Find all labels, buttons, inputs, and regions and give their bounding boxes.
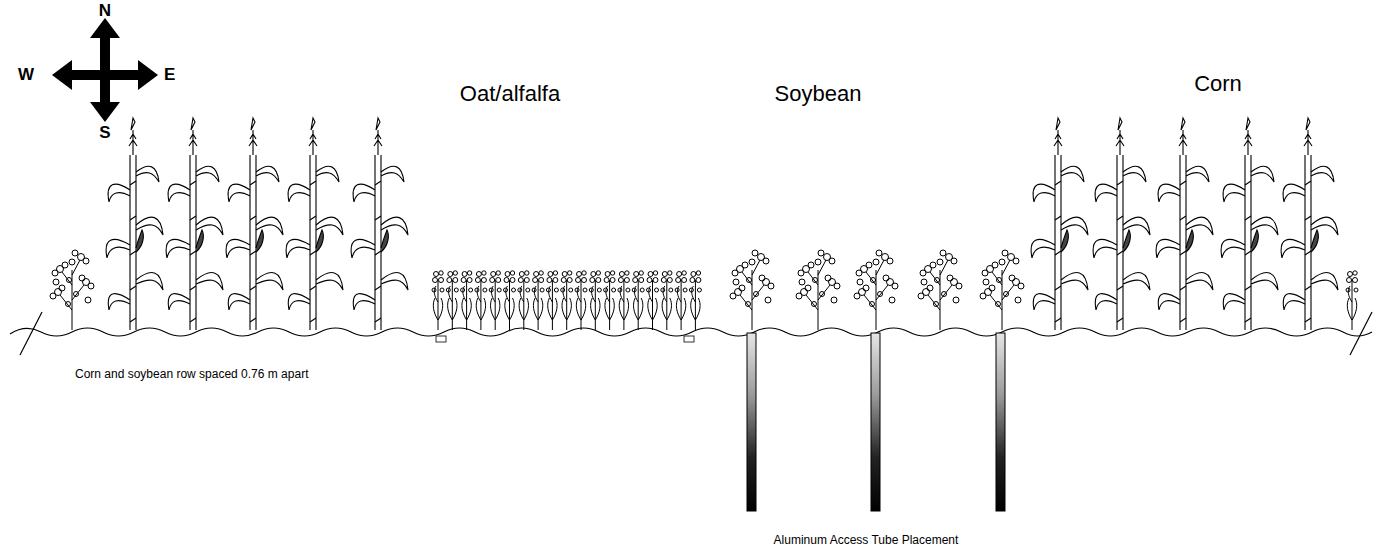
- compass: [52, 18, 158, 122]
- oat-plant: [446, 271, 458, 330]
- compass-label: W: [18, 66, 34, 85]
- compass-label: N: [99, 2, 111, 21]
- oat-plant: [618, 271, 630, 330]
- oat-plant: [432, 271, 444, 330]
- oat-plant: [461, 271, 473, 330]
- oat-plant: [532, 271, 544, 330]
- oat-plant: [475, 271, 487, 330]
- oat-plant: [589, 271, 601, 330]
- compass-label: S: [99, 124, 110, 143]
- crop-label: Soybean: [775, 82, 862, 106]
- oat-plant: [675, 271, 687, 330]
- oat-plant: [647, 271, 659, 330]
- ground-line: [10, 328, 1372, 336]
- oat-plant: [504, 271, 516, 330]
- oat-plant: [518, 271, 530, 330]
- oat-plant: [561, 271, 573, 330]
- oat-plant: [546, 271, 558, 330]
- caption-text: Aluminum Access Tube Placement: [774, 534, 959, 547]
- note-text: Corn and soybean row spaced 0.76 m apart: [75, 368, 308, 381]
- access-tubes: [747, 333, 1005, 511]
- oat-plant: [575, 271, 587, 330]
- oat-plant: [632, 271, 644, 330]
- oat-plant: [489, 271, 501, 330]
- crop-label: Oat/alfalfa: [460, 82, 560, 106]
- oat-plant: [689, 271, 701, 330]
- oat-plant: [661, 271, 673, 330]
- oat-plant: [604, 271, 616, 330]
- compass-label: E: [164, 66, 175, 85]
- crop-label: Corn: [1194, 72, 1242, 96]
